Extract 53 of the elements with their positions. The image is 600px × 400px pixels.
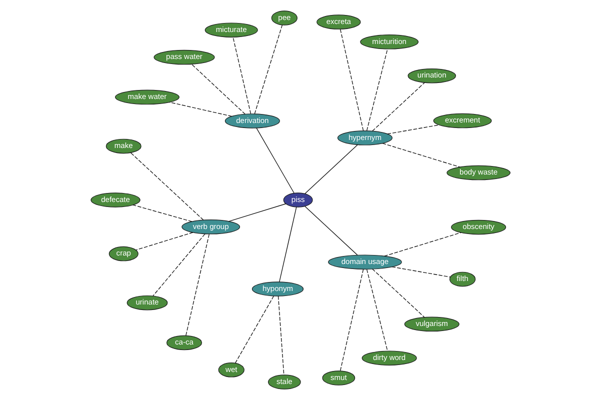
- node-ellipse: make: [105, 138, 141, 154]
- node-ellipse: filth: [448, 272, 476, 287]
- connector: [135, 232, 193, 250]
- connector: [304, 206, 358, 256]
- connector: [366, 48, 388, 132]
- node-ellipse: hypernym: [336, 130, 392, 146]
- node-ellipse: defecate: [90, 192, 140, 208]
- connector: [382, 142, 460, 168]
- connector: [168, 102, 232, 117]
- connector: [277, 296, 284, 376]
- connector: [256, 128, 294, 194]
- connector: [234, 296, 274, 364]
- node-ellipse: obscenity: [450, 220, 506, 235]
- connector: [386, 124, 440, 134]
- node-ellipse: body waste: [446, 165, 510, 180]
- node-ellipse: pee: [270, 10, 297, 26]
- node-ellipse: excreta: [316, 14, 360, 30]
- node-ellipse: wet: [218, 362, 244, 378]
- connector: [190, 64, 245, 114]
- node-ellipse: excrement: [432, 113, 492, 128]
- node-ellipse: stale: [267, 374, 300, 390]
- node-ellipse: urinate: [126, 295, 168, 310]
- node-ellipse: micturate: [204, 22, 258, 38]
- connector: [130, 152, 204, 220]
- node-ellipse: pass water: [153, 50, 214, 65]
- node-ellipse: vulgarism: [404, 316, 459, 332]
- connector: [372, 82, 424, 132]
- node-ellipse: crap: [108, 246, 138, 262]
- connector: [383, 232, 461, 256]
- node-ellipse: hyponym: [251, 282, 304, 296]
- node-ellipse: piss: [282, 192, 312, 208]
- node-ellipse: ca-ca: [166, 335, 202, 350]
- node-ellipse: domain usage: [328, 254, 402, 270]
- connector: [228, 203, 286, 222]
- node-ellipse: smut: [322, 370, 355, 386]
- connector: [339, 28, 364, 132]
- node-ellipse: urination: [407, 68, 456, 84]
- node-ellipse: dirty word: [361, 350, 416, 366]
- connector: [372, 268, 424, 318]
- node-ellipse: derivation: [224, 114, 280, 128]
- node-ellipse: verb group: [181, 220, 240, 234]
- connector: [152, 234, 205, 296]
- connector: [278, 206, 296, 282]
- node-ellipse: make water: [114, 90, 179, 105]
- connector: [304, 144, 358, 194]
- connector: [232, 36, 251, 114]
- connector: [185, 234, 210, 336]
- node-ellipse: micturition: [360, 34, 418, 50]
- connector: [366, 268, 388, 352]
- connector: [132, 204, 192, 222]
- connector: [339, 269, 364, 372]
- connector: [254, 24, 282, 114]
- connector: [391, 266, 450, 278]
